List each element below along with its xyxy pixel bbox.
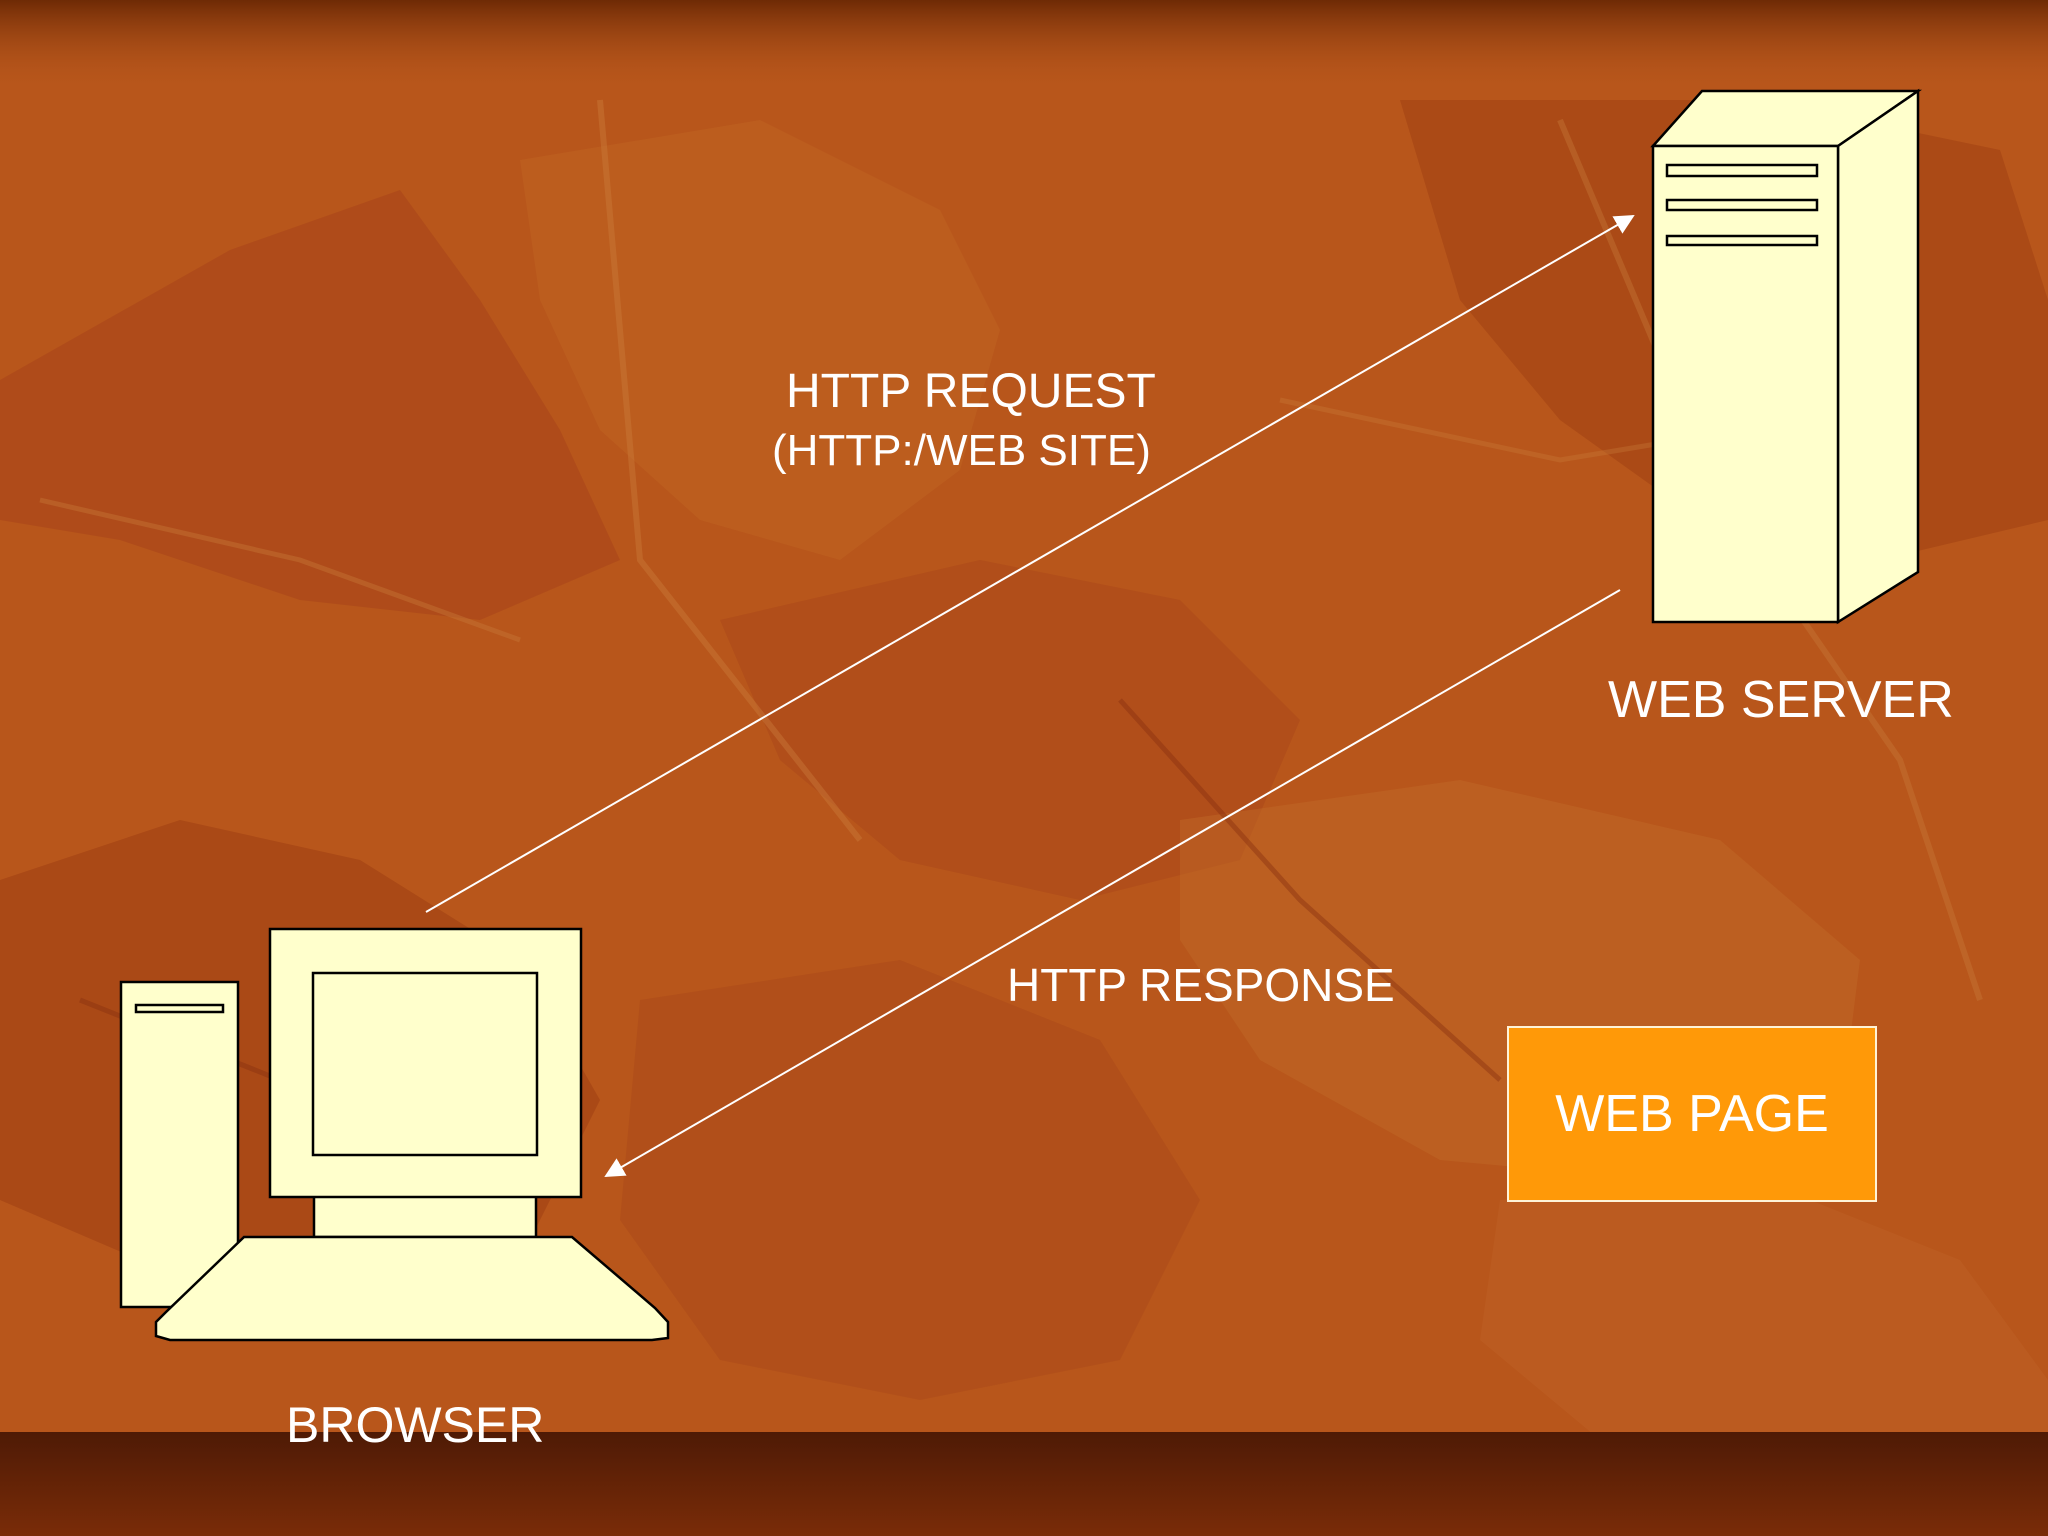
http-request-arrow <box>425 215 1635 913</box>
server-tower-icon <box>1650 88 1923 625</box>
http-request-url-label: (HTTP:/WEB SITE) <box>772 426 1151 475</box>
web-page-box: WEB PAGE <box>1507 1026 1877 1202</box>
http-request-label: HTTP REQUEST <box>786 365 1156 418</box>
http-response-label: HTTP RESPONSE <box>1007 959 1395 1011</box>
web-page-label: WEB PAGE <box>1555 1085 1829 1143</box>
desktop-computer-icon <box>119 927 670 1342</box>
http-response-arrow <box>604 589 1621 1178</box>
web-server-label: WEB SERVER <box>1608 671 1954 729</box>
browser-label: BROWSER <box>286 1397 545 1453</box>
